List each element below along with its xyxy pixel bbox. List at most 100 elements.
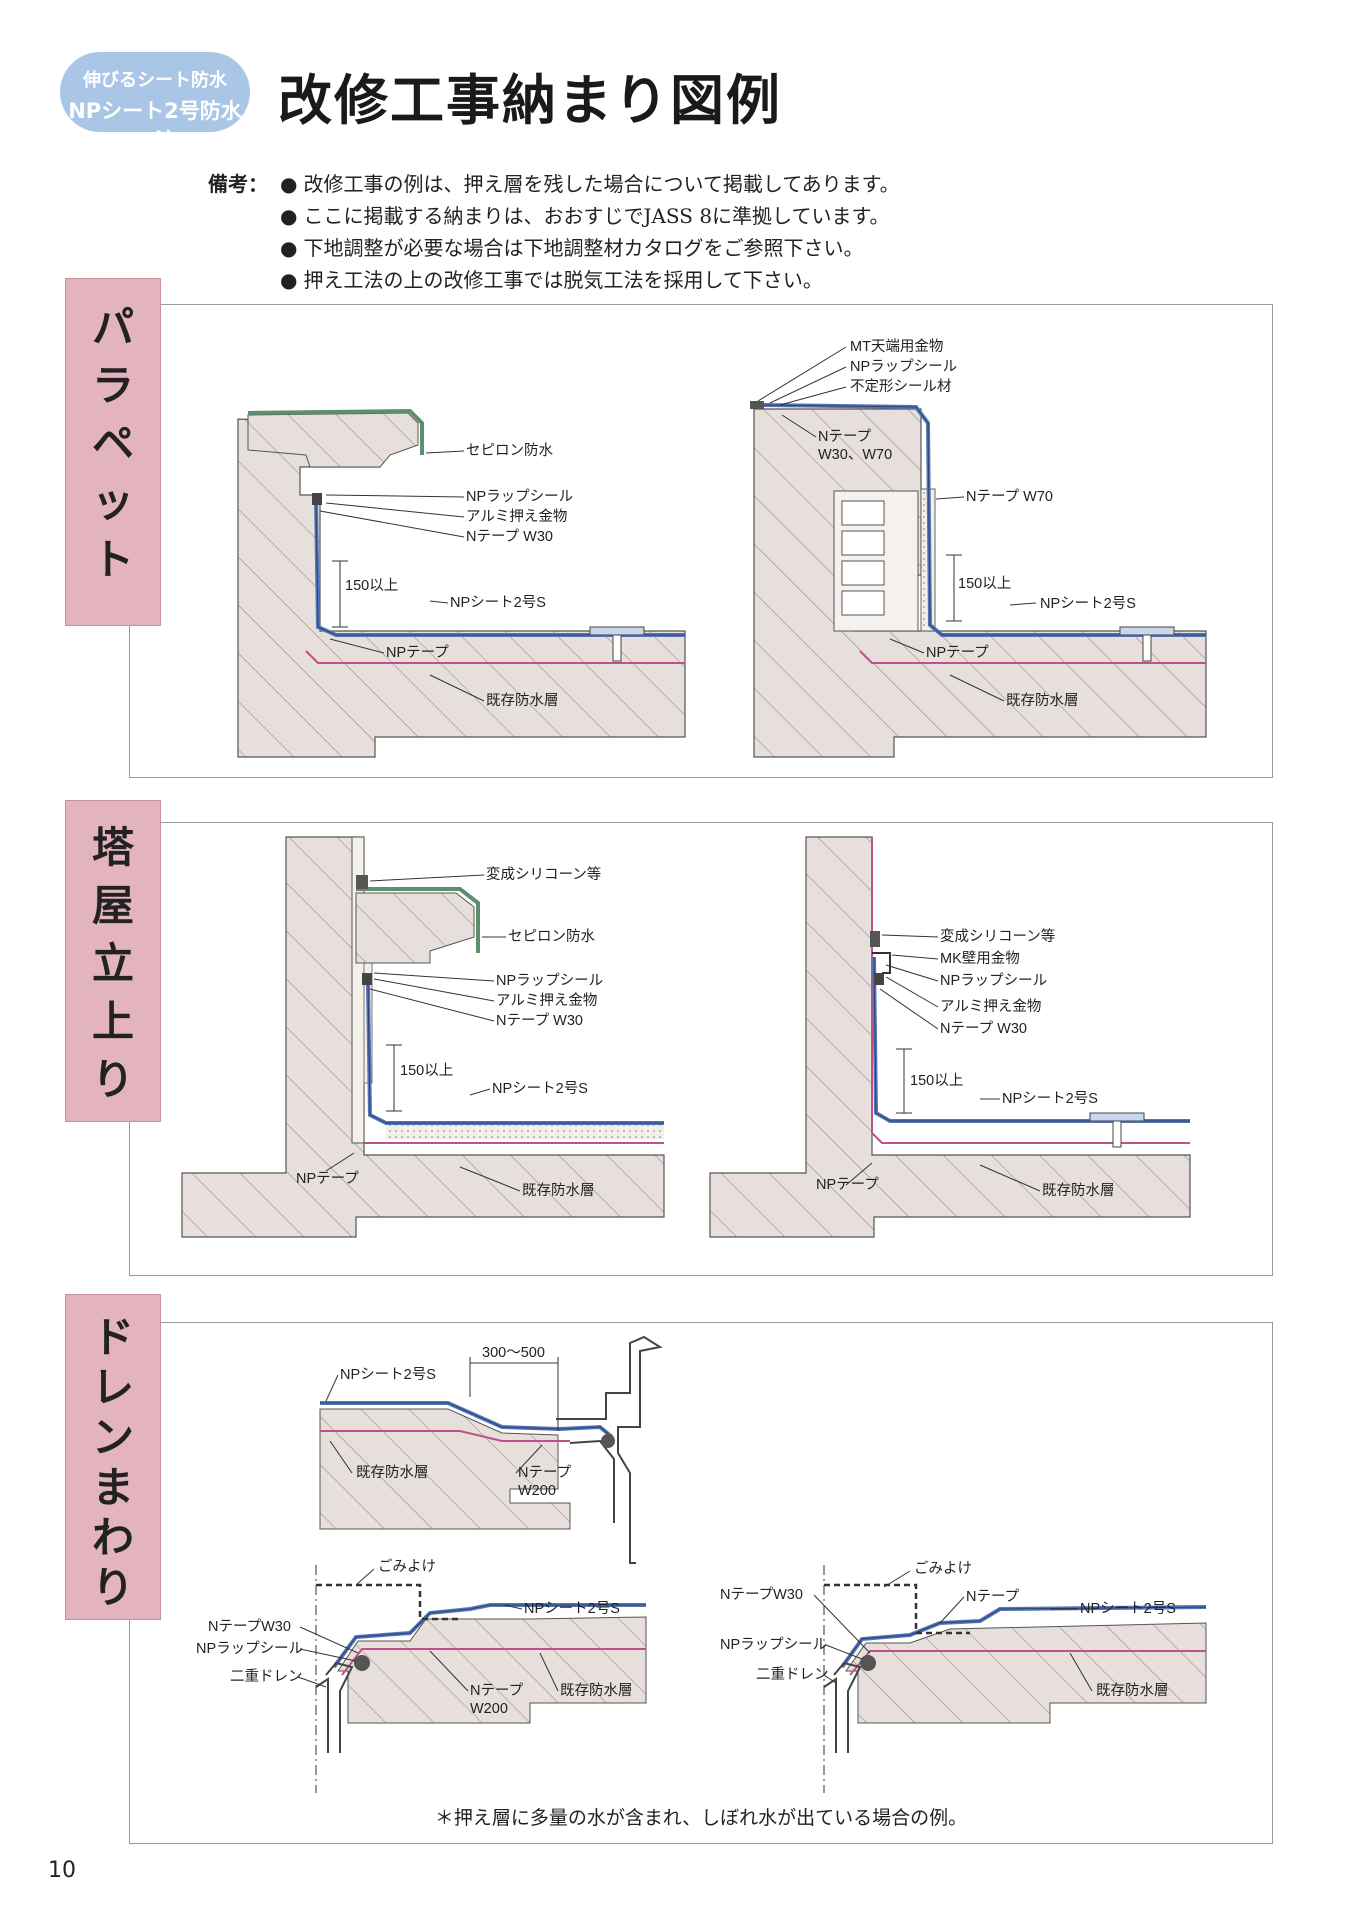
penthouse-left-drawing bbox=[181, 836, 665, 1238]
label-sheet: NPシート2号S bbox=[524, 1601, 620, 1617]
label-nptape: NPテープ bbox=[926, 644, 989, 661]
tab-char: ラ bbox=[91, 361, 134, 410]
page-number: 10 bbox=[48, 1858, 76, 1883]
penthouse-left-leaders bbox=[325, 874, 521, 1192]
label-lap-seal: NPラップシール bbox=[496, 972, 603, 989]
label-mk-metal: MK壁用金物 bbox=[940, 950, 1020, 967]
drain-panel: 300〜500 NPシート2号S 既存防水層 Nテープ W200 ごみよけ NP… bbox=[129, 1322, 1273, 1844]
penthouse-right-leaders bbox=[845, 934, 1041, 1192]
label-dim150: 150以上 bbox=[910, 1072, 963, 1089]
drain-bottom-right-leaders bbox=[813, 1570, 1093, 1692]
label-ntape: Nテープ bbox=[818, 428, 872, 445]
tab-char: ッ bbox=[91, 477, 134, 526]
label-double-drain: 二重ドレン bbox=[230, 1668, 303, 1685]
label-ntape: Nテープ bbox=[518, 1464, 572, 1481]
label-sealant: 不定形シール材 bbox=[850, 378, 952, 395]
drain-top-leaders bbox=[325, 1374, 543, 1474]
parapet-right-labels: MT天端用金物 NPラップシール 不定形シール材 Nテープ W30、W70 Nテ… bbox=[818, 338, 1136, 709]
badge-line2: NPシート2号防水工法 bbox=[68, 99, 242, 153]
tab-drain: ド レ ン ま わ り bbox=[65, 1294, 161, 1620]
tab-penthouse: 塔 屋 立 上 り bbox=[65, 800, 161, 1122]
page-title: 改修工事納まり図例 bbox=[278, 69, 782, 132]
label-sheet: NPシート2号S bbox=[1080, 1601, 1176, 1617]
label-existing: 既存防水層 bbox=[1042, 1182, 1115, 1199]
penthouse-right-labels: 変成シリコーン等 MK壁用金物 NPラップシール アルミ押え金物 Nテープ W3… bbox=[816, 927, 1115, 1199]
penthouse-right-drawing bbox=[709, 836, 1191, 1238]
badge-line1: 伸びるシート防水 bbox=[83, 70, 227, 91]
drain-footnote: ＊押え層に多量の水が含まれ、しぼれ水が出ている場合の例。 bbox=[434, 1807, 968, 1829]
label-existing: 既存防水層 bbox=[486, 692, 559, 709]
label-ntape: Nテープ bbox=[966, 1588, 1020, 1605]
label-dim150: 150以上 bbox=[958, 575, 1011, 592]
drain-bottom-right-labels: ごみよけ NテープW30 Nテープ NPシート2号S NPラップシール 二重ドレ… bbox=[720, 1560, 1176, 1699]
label-ntape-w70: Nテープ W70 bbox=[966, 488, 1053, 505]
tab-char: 屋 bbox=[91, 881, 134, 930]
label-lap-seal: NPラップシール bbox=[196, 1640, 303, 1657]
note-item: 改修工事の例は、押え層を残した場合について掲載してあります。 bbox=[280, 168, 899, 200]
label-lap-seal: NPラップシール bbox=[940, 972, 1047, 989]
label-alumi: アルミ押え金物 bbox=[940, 998, 1041, 1015]
tab-char: ト bbox=[91, 535, 134, 584]
penthouse-diagrams: 変成シリコーン等 セピロン防水 NPラップシール アルミ押え金物 Nテープ W3… bbox=[181, 836, 1191, 1238]
parapet-diagrams: セピロン防水 NPラップシール アルミ押え金物 Nテープ W30 150以上 N… bbox=[237, 338, 1207, 758]
label-ntape-w30: Nテープ W30 bbox=[496, 1012, 583, 1029]
note-item: ここに掲載する納まりは、おおすじでJASS 8に準拠しています。 bbox=[280, 200, 900, 232]
method-badge: 伸びるシート防水 NPシート2号防水工法 bbox=[60, 52, 250, 153]
label-ntape-sizes: W30、W70 bbox=[818, 447, 892, 463]
label-existing: 既存防水層 bbox=[560, 1682, 633, 1699]
tab-char: り bbox=[91, 1055, 134, 1104]
label-sheet: NPシート2号S bbox=[492, 1081, 588, 1097]
penthouse-left-labels: 変成シリコーン等 セピロン防水 NPラップシール アルミ押え金物 Nテープ W3… bbox=[296, 865, 603, 1199]
tab-char: レ bbox=[91, 1363, 134, 1412]
parapet-right-leaders bbox=[757, 346, 1037, 702]
tab-char: わ bbox=[91, 1513, 134, 1562]
tab-char: ペ bbox=[91, 419, 134, 468]
label-mt-metal: MT天端用金物 bbox=[850, 338, 943, 355]
penthouse-panel: 変成シリコーン等 セピロン防水 NPラップシール アルミ押え金物 Nテープ W3… bbox=[129, 822, 1273, 1276]
label-existing: 既存防水層 bbox=[522, 1182, 595, 1199]
tab-parapet: パ ラ ペ ッ ト bbox=[65, 278, 161, 626]
label-lap-seal: NPラップシール bbox=[720, 1636, 827, 1653]
tab-char: 立 bbox=[91, 939, 134, 988]
drain-diagrams: 300〜500 NPシート2号S 既存防水層 Nテープ W200 ごみよけ NP… bbox=[196, 1335, 1207, 1793]
tab-char: ま bbox=[91, 1463, 134, 1512]
drain-bottom-left-leaders bbox=[297, 1568, 559, 1692]
label-existing: 既存防水層 bbox=[1006, 692, 1079, 709]
label-dim150: 150以上 bbox=[400, 1062, 453, 1079]
note-item: 下地調整が必要な場合は下地調整材カタログをご参照下さい。 bbox=[280, 232, 900, 264]
label-ntape-w30: Nテープ W30 bbox=[466, 528, 553, 545]
label-nptape: NPテープ bbox=[816, 1176, 879, 1193]
label-double-drain: 二重ドレン bbox=[756, 1666, 829, 1683]
label-sheet: NPシート2号S bbox=[340, 1367, 436, 1383]
tab-char: 塔 bbox=[91, 823, 134, 872]
tab-char: パ bbox=[91, 303, 134, 352]
tab-char: り bbox=[91, 1563, 134, 1612]
drain-bottom-left-labels: ごみよけ NPシート2号S NテープW30 NPラップシール 二重ドレン Nテー… bbox=[196, 1558, 633, 1717]
label-existing: 既存防水層 bbox=[1096, 1682, 1169, 1699]
label-nptape: NPテープ bbox=[386, 644, 449, 661]
label-ntape-w30: NテープW30 bbox=[720, 1586, 803, 1603]
parapet-panel: セピロン防水 NPラップシール アルミ押え金物 Nテープ W30 150以上 N… bbox=[129, 304, 1273, 778]
tab-char: ド bbox=[91, 1313, 134, 1362]
label-silicone: 変成シリコーン等 bbox=[940, 927, 1055, 945]
drain-bottom-left-drawing bbox=[315, 1565, 647, 1793]
notes-label: 備考： bbox=[208, 172, 268, 196]
label-sepiron: セピロン防水 bbox=[508, 928, 595, 945]
label-gomi: ごみよけ bbox=[378, 1558, 436, 1575]
label-gomi: ごみよけ bbox=[914, 1560, 972, 1577]
label-nptape: NPテープ bbox=[296, 1170, 359, 1187]
parapet-left-labels: セピロン防水 NPラップシール アルミ押え金物 Nテープ W30 150以上 N… bbox=[345, 442, 573, 709]
label-dim: 300〜500 bbox=[482, 1345, 545, 1361]
label-w200: W200 bbox=[518, 1483, 556, 1499]
parapet-left-leaders bbox=[319, 450, 485, 702]
label-sheet: NPシート2号S bbox=[1002, 1091, 1098, 1107]
tab-char: 上 bbox=[91, 997, 134, 1046]
note-item: 押え工法の上の改修工事では脱気工法を採用して下さい。 bbox=[280, 264, 900, 296]
drain-top-labels: 300〜500 NPシート2号S 既存防水層 Nテープ W200 bbox=[340, 1345, 572, 1499]
notes-block: 備考： 改修工事の例は、押え層を残した場合について掲載してあります。 ここに掲載… bbox=[208, 168, 900, 296]
label-silicone: 変成シリコーン等 bbox=[486, 865, 601, 883]
label-alumi: アルミ押え金物 bbox=[466, 508, 567, 525]
label-w200: W200 bbox=[470, 1701, 508, 1717]
tab-char: ン bbox=[91, 1413, 134, 1462]
label-alumi: アルミ押え金物 bbox=[496, 992, 597, 1009]
